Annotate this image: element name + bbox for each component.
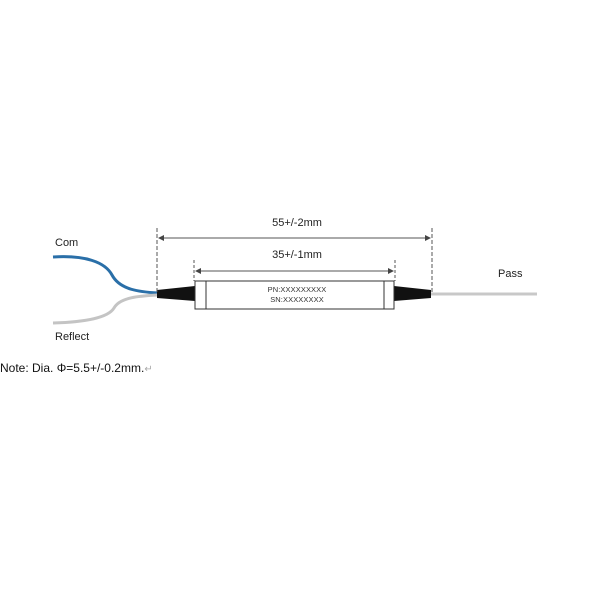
com-label: Com bbox=[55, 237, 79, 249]
diameter-note: Note: Dia. Φ=5.5+/-0.2mm.↵ bbox=[0, 361, 153, 375]
reflect-fiber bbox=[52, 293, 159, 325]
right-boot bbox=[394, 286, 431, 301]
reflect-label: Reflect bbox=[55, 331, 90, 343]
serial-number-label: SN:XXXXXXXX bbox=[270, 295, 324, 304]
pass-label: Pass bbox=[498, 268, 523, 280]
tube-body bbox=[194, 280, 395, 310]
com-fiber bbox=[52, 255, 159, 295]
part-number-label: PN:XXXXXXXXX bbox=[267, 285, 327, 294]
left-boot bbox=[157, 286, 195, 301]
paragraph-mark: ↵ bbox=[144, 364, 153, 375]
body-length-label: 35+/-1mm bbox=[272, 249, 322, 261]
note-text: Note: Dia. Φ=5.5+/-0.2mm. bbox=[0, 361, 145, 375]
overall-length-label: 55+/-2mm bbox=[272, 217, 322, 229]
